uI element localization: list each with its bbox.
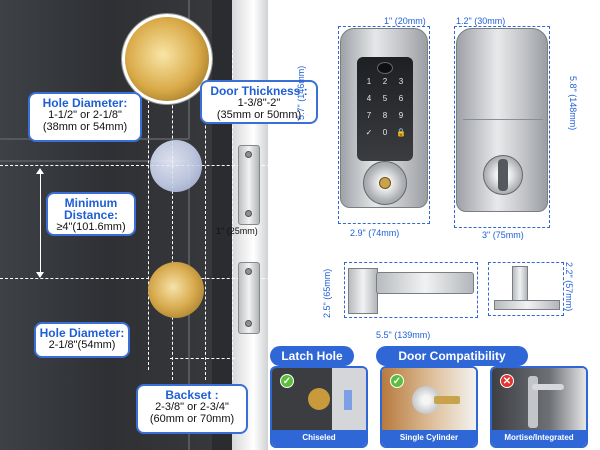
guide-line [205,50,206,380]
callout-title: Backset : [165,388,219,402]
upper-bore-hole [150,140,202,192]
screw-icon [245,151,252,158]
backset-callout: Backset : 2-3/8" or 2-3/4" (60mm or 70mm… [136,384,248,434]
card-caption: Chiseled [272,430,366,446]
callout-line: (35mm or 50mm) [216,109,302,121]
keypad-keys: 1 2 3 4 5 6 7 8 9 ✓ 0 🔒 [361,77,409,137]
front-depth-label: 1" (20mm) [384,16,426,26]
passage-latch-plate [238,262,260,334]
check-icon: ✓ [390,374,404,388]
keypad-key: 3 [398,77,404,86]
latch-hole-tag: Latch Hole [270,346,354,366]
keypad-key: 🔒 [396,128,406,137]
interior-lock [456,28,548,212]
card-caption: Single Cylinder [382,430,476,446]
keypad-key: ✓ [365,128,373,137]
card-caption: Mortise/Integrated [492,430,586,446]
callout-title: Hole Diameter: [39,326,125,340]
latch-length-label: 5.5" (139mm) [376,330,431,340]
strike-dim-box [488,262,564,316]
latch-zoom-circle [122,14,212,104]
card-mortise: ✕ Mortise/Integrated [490,366,588,448]
distance-arrow [36,168,44,278]
callout-line: 1-3/8"-2" [237,97,281,109]
back-width-label: 3" (75mm) [482,230,524,240]
keypad-key: 7 [366,111,372,120]
chisel-slot [344,390,352,410]
callout-line: (60mm or 70mm) [149,413,235,425]
lever-rose [348,268,378,314]
card-chiseled: ✓ Chiseled [270,366,368,448]
card-single-cylinder: ✓ Single Cylinder [380,366,478,448]
deadbolt-latch-plate [238,145,260,225]
latch-height-label: 2.5" (65mm) [322,268,332,318]
keypad-key: 0 [382,128,388,137]
screw-icon [245,268,252,275]
strike-height-label: 2.2" (57mm) [564,262,574,312]
back-depth-label: 1.2" (30mm) [456,16,506,26]
keypad-key: 2 [382,77,388,86]
mortise-plate [528,376,538,428]
latch-dim-box [344,262,478,318]
keypad-key: 8 [382,111,388,120]
lower-bore-hole [148,262,204,318]
back-height-label: 5.8" (148mm) [568,76,578,131]
lever-handle [376,272,474,294]
guide-line [170,358,235,359]
keypad-key: 6 [398,94,404,103]
callout-title: Hole Diameter: [42,96,128,110]
keypad-key: 1 [366,77,372,86]
latch-hole-icon [308,388,330,410]
callout-title: Minimum Distance: [63,196,119,222]
latch-width-label: 1" (25mm) [216,226,258,236]
front-height-label: 5.7" (146mm) [296,65,306,120]
thumb-turn-lever [498,159,508,191]
latch-bolt-side [512,266,528,302]
lever-icon [532,384,564,390]
back-dim-box [454,26,550,228]
fingerprint-sensor-icon [377,62,393,74]
door-frame [212,0,234,450]
callout-line: 1-1/2" or 2-1/8" [48,109,122,121]
screw-icon [245,320,252,327]
callout-line: (38mm or 54mm) [42,121,128,133]
door-compat-tag: Door Compatibility [376,346,528,366]
door-thickness-callout: Door Thickness : 1-3/8"-2" (35mm or 50mm… [200,80,318,124]
keypad-key: 9 [398,111,404,120]
keypad-key: 4 [366,94,372,103]
guide-line [0,278,268,279]
hole-diameter-top-callout: Hole Diameter: 1-1/2" or 2-1/8" (38mm or… [28,92,142,142]
cover-seam [463,119,543,120]
front-width-label: 2.9" (74mm) [350,228,400,238]
key-icon [434,396,460,404]
hole-diameter-bottom-callout: Hole Diameter: 2-1/8"(54mm) [34,322,130,358]
callout-line: ≥4"(101.6mm) [56,221,126,233]
keypad-key: 5 [382,94,388,103]
cross-icon: ✕ [500,374,514,388]
keypad-front-lock: 1 2 3 4 5 6 7 8 9 ✓ 0 🔒 [340,28,428,208]
minimum-distance-callout: Minimum Distance: ≥4"(101.6mm) [46,192,136,236]
screw-icon [245,210,252,217]
guide-line [0,165,268,166]
guide-line [232,50,233,380]
callout-line: 2-1/8"(54mm) [48,339,116,351]
callout-line: 2-3/8" or 2-3/4" [155,401,229,413]
keyway-icon [379,177,391,189]
check-icon: ✓ [280,374,294,388]
guide-line [172,50,173,380]
door-edge [232,0,268,450]
front-dim-box [338,26,430,224]
guide-line [148,100,149,370]
keypad-panel [357,57,413,161]
callout-title: Door Thickness : [210,84,308,98]
latch-faceplate [494,300,560,310]
